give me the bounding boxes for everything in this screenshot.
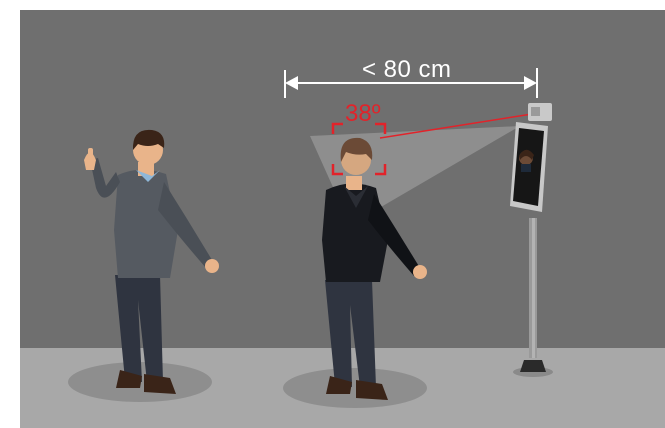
waiting-person-icon xyxy=(84,130,219,394)
person-right-shadow xyxy=(283,368,427,408)
illustration-scene: < 80 cm 38º xyxy=(20,10,665,428)
face-recognition-terminal-icon xyxy=(510,103,552,372)
distance-label: < 80 cm xyxy=(362,56,452,84)
temperature-label: 38º xyxy=(345,100,380,128)
illustration-svg xyxy=(20,10,665,428)
